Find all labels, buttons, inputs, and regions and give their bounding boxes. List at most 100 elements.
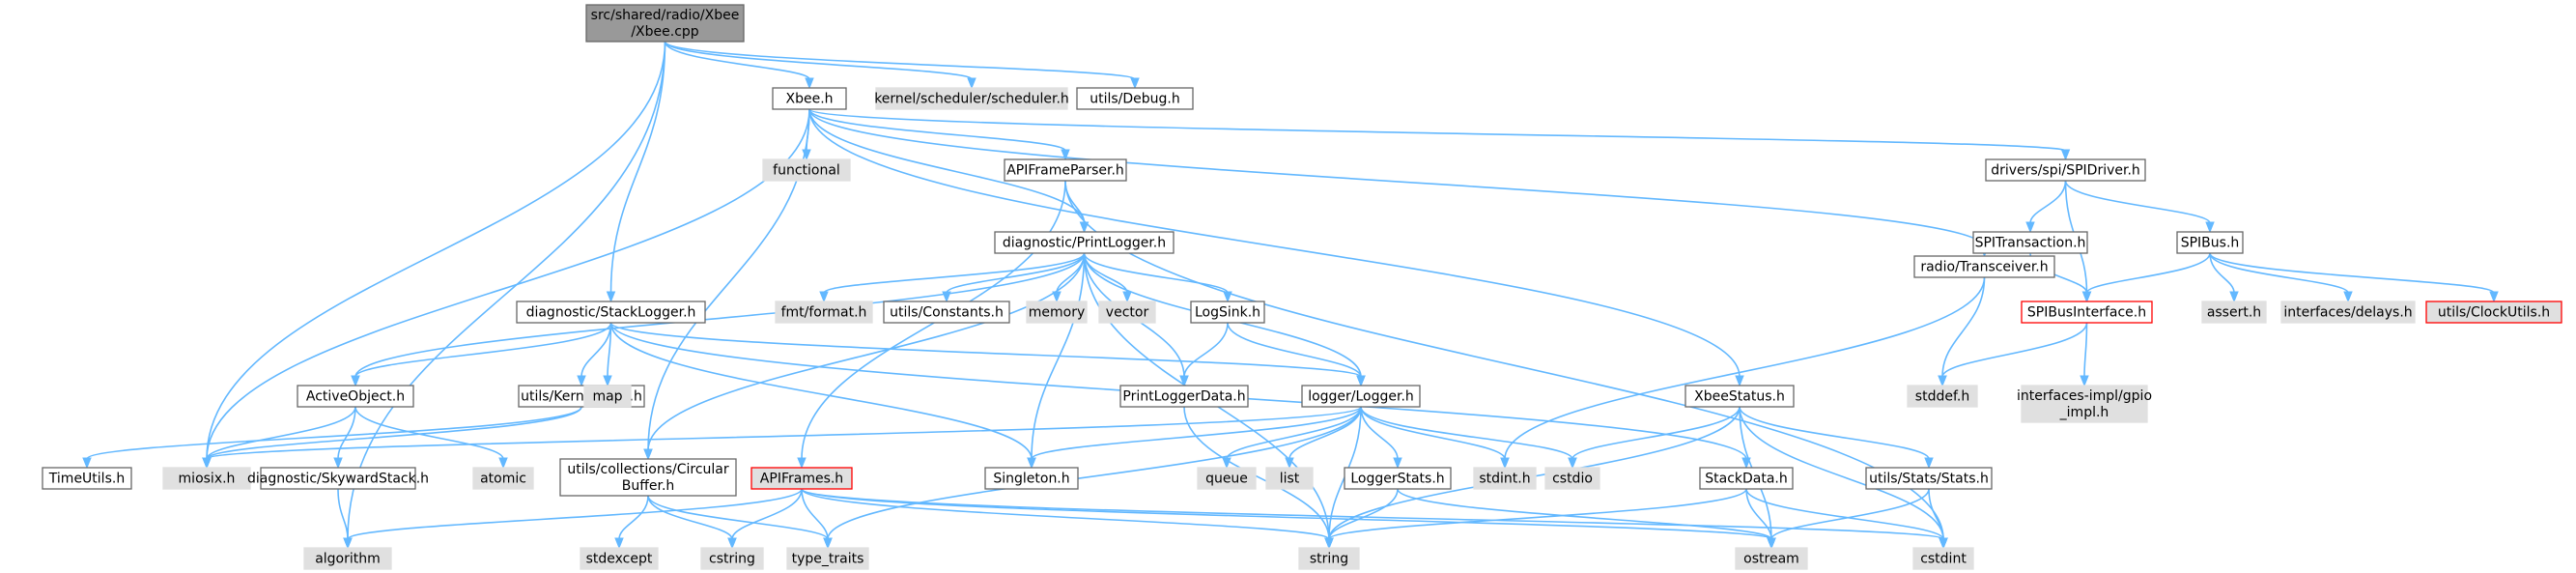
node-queue: queue	[1197, 467, 1257, 490]
node-box	[1865, 467, 1993, 490]
node-label: map	[592, 389, 622, 405]
node-box	[583, 385, 632, 408]
node-stackdata[interactable]: StackData.h	[1699, 467, 1794, 490]
node-label: SPIBusInterface.h	[2027, 305, 2146, 321]
node-spitransaction[interactable]: SPITransaction.h	[1972, 231, 2088, 254]
node-label: vector	[1106, 305, 1149, 321]
edge-activeobject-to-atomic	[354, 406, 508, 470]
node-box	[984, 467, 1079, 490]
edge-logger-to-list	[1285, 406, 1362, 470]
node-label: stddef.h	[1915, 389, 1969, 405]
node-spibus[interactable]: SPIBus.h	[2176, 231, 2244, 254]
edge-spibus-to-spibusinterface	[2081, 252, 2211, 303]
node-timeutils[interactable]: TimeUtils.h	[42, 467, 132, 490]
node-box	[775, 301, 873, 324]
node-ostream: ostream	[1735, 547, 1808, 570]
edge-printlogger-to-singleton	[1027, 252, 1086, 470]
node-vector: vector	[1098, 301, 1156, 324]
node-box	[772, 87, 847, 110]
node-stats[interactable]: utils/Stats/Stats.h	[1865, 467, 1993, 490]
node-box	[516, 301, 706, 324]
node-label: logger/Logger.h	[1308, 389, 1414, 405]
node-label: utils/Debug.h	[1090, 92, 1180, 107]
node-xbeestatus[interactable]: XbeeStatus.h	[1684, 385, 1795, 408]
node-atomic: atomic	[472, 467, 534, 490]
edge-activeobject-to-skywardstack	[333, 406, 356, 470]
node-logger[interactable]: logger/Logger.h	[1301, 385, 1421, 408]
edge-apiframes-to-cstring	[727, 488, 803, 550]
node-clockutils[interactable]: utils/ClockUtils.h	[2425, 301, 2562, 324]
node-printlogger[interactable]: diagnostic/PrintLogger.h	[994, 231, 1175, 254]
edge-apiframes-to-ostream	[801, 488, 1776, 550]
node-label: assert.h	[2207, 305, 2261, 321]
node-box	[559, 458, 737, 497]
node-label: SPIBus.h	[2181, 236, 2240, 251]
node-skywardstack[interactable]: diagnostic/SkywardStack.h	[247, 467, 429, 490]
edge-circularbuffer-to-stdexcept	[614, 495, 649, 550]
node-label: cstring	[709, 552, 755, 567]
edge-circularbuffer-to-cstring	[647, 495, 737, 550]
node-label: cstdint	[1920, 552, 1967, 567]
node-stacklogger[interactable]: diagnostic/StackLogger.h	[516, 301, 706, 324]
node-box	[162, 467, 251, 490]
node-spidriver[interactable]: drivers/spi/SPIDriver.h	[1985, 158, 2146, 182]
node-box	[1684, 385, 1795, 408]
node-transceiver[interactable]: radio/Transceiver.h	[1913, 255, 2055, 278]
node-label: SPITransaction.h	[1975, 236, 2086, 251]
node-debug[interactable]: utils/Debug.h	[1076, 87, 1194, 110]
node-printloggerdata[interactable]: PrintLoggerData.h	[1119, 385, 1249, 408]
node-spibusinterface[interactable]: SPIBusInterface.h	[2021, 301, 2153, 324]
node-label: StackData.h	[1705, 472, 1788, 487]
node-label: stdint.h	[1479, 472, 1530, 487]
node-box	[1699, 467, 1794, 490]
node-box	[472, 467, 534, 490]
edge-logger-to-miosix	[202, 406, 1362, 470]
node-fmt: fmt/format.h	[775, 301, 873, 324]
node-box	[2021, 385, 2148, 423]
node-box	[750, 467, 853, 490]
node-activeobject[interactable]: ActiveObject.h	[297, 385, 414, 408]
node-logsink[interactable]: LogSink.h	[1190, 301, 1265, 324]
node-constants[interactable]: utils/Constants.h	[883, 301, 1010, 324]
node-label: utils/ClockUtils.h	[2438, 305, 2550, 321]
node-box	[1119, 385, 1249, 408]
node-label: functional	[773, 163, 840, 179]
edge-stacklogger-to-logger	[609, 322, 1366, 387]
edge-stacklogger-to-activeobject	[351, 322, 612, 387]
node-label: PrintLoggerData.h	[1122, 389, 1245, 405]
edge-logger-to-cstdio	[1360, 406, 1577, 470]
edge-apiframes-to-string	[801, 488, 1334, 550]
node-box	[883, 301, 1010, 324]
node-box	[1544, 467, 1600, 490]
edge-logsink-to-logger	[1227, 322, 1366, 387]
node-root[interactable]: src/shared/radio/Xbee/Xbee.cpp	[585, 4, 745, 43]
node-box	[762, 158, 851, 182]
node-box	[1004, 158, 1127, 182]
node-box	[1197, 467, 1257, 490]
node-singleton[interactable]: Singleton.h	[984, 467, 1079, 490]
node-apiframes[interactable]: APIFrames.h	[750, 467, 853, 490]
node-box	[700, 547, 764, 570]
node-label: diagnostic/SkywardStack.h	[247, 472, 429, 487]
edge-spibus-to-clockutils	[2209, 252, 2499, 303]
edge-xbee-h-to-spidriver	[808, 108, 2071, 161]
node-stddef: stddef.h	[1907, 385, 1978, 408]
edge-logger-to-loggerstats	[1360, 406, 1402, 470]
node-label: radio/Transceiver.h	[1920, 260, 2048, 275]
node-label: /Xbee.cpp	[631, 24, 698, 40]
node-loggerstats[interactable]: LoggerStats.h	[1344, 467, 1452, 490]
node-label: queue	[1205, 472, 1248, 487]
node-box	[2201, 301, 2267, 324]
edge-logger-to-queue	[1222, 406, 1362, 470]
edge-stacklogger-to-kerneltime	[577, 322, 612, 387]
node-apiframeparser[interactable]: APIFrameParser.h	[1004, 158, 1127, 182]
edge-spibus-to-delays	[2209, 252, 2353, 303]
edge-printlogger-to-fmt	[819, 252, 1086, 303]
edge-spibusinterface-to-stddef	[1938, 322, 2088, 387]
node-label: TimeUtils.h	[48, 472, 125, 487]
node-label: string	[1310, 552, 1348, 567]
node-label: stdexcept	[586, 552, 653, 567]
edge-kerneltime-to-miosix	[202, 406, 582, 470]
node-xbee-h[interactable]: Xbee.h	[772, 87, 847, 110]
